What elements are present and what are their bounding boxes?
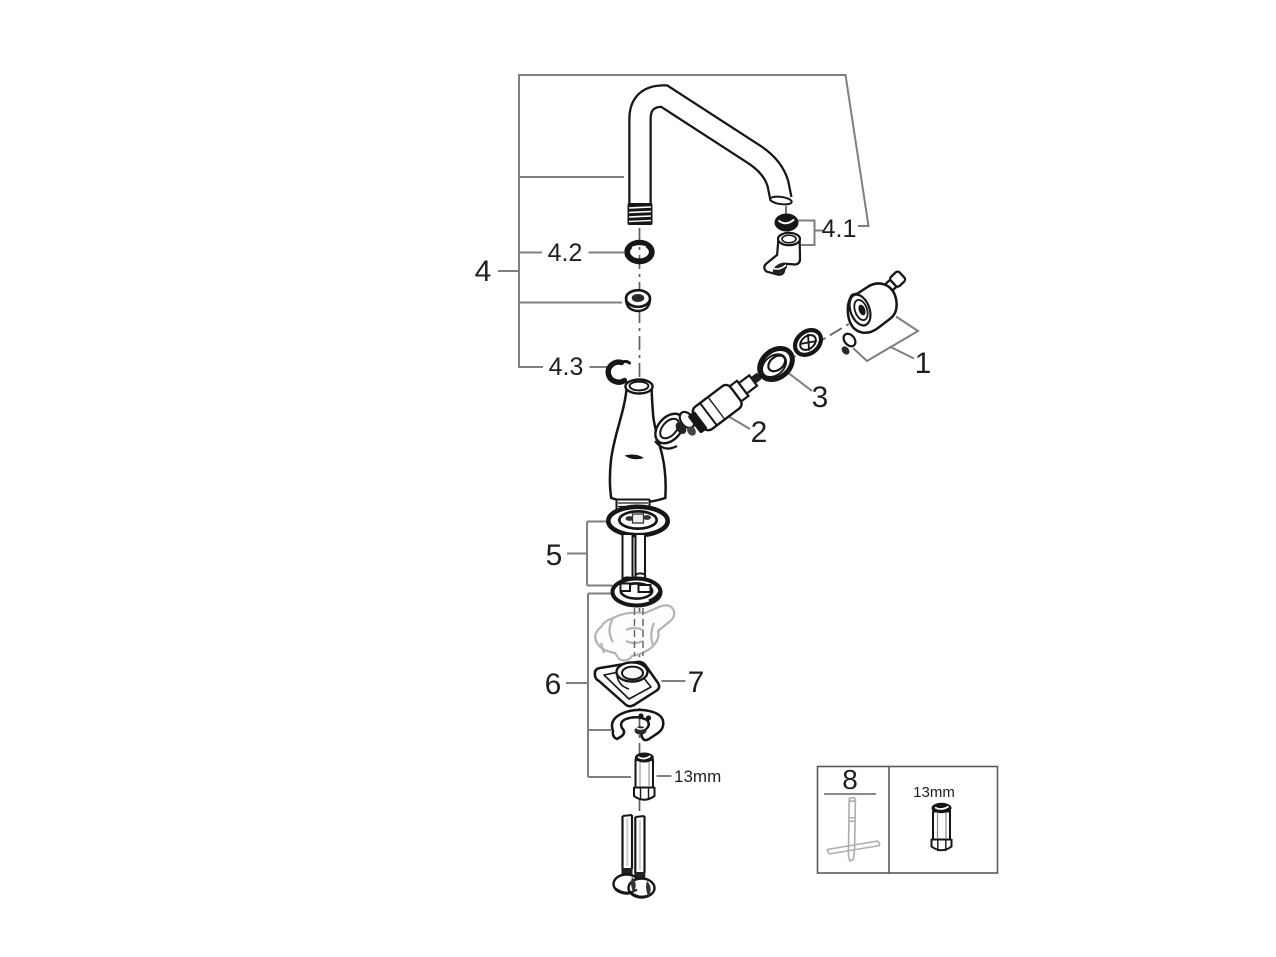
centerline-axis — [638, 206, 853, 812]
stabilizer-ring — [610, 576, 663, 608]
spout-thread-end — [627, 203, 653, 225]
inset-stud-icon — [930, 802, 953, 852]
label-part-4-1: 4.1 — [822, 215, 857, 243]
callout-bracket-4 — [498, 74, 870, 368]
handle-screw — [841, 332, 857, 355]
label-part-6: 6 — [545, 668, 562, 701]
label-part-4-2: 4.2 — [548, 239, 583, 267]
threaded-stud — [633, 752, 656, 801]
label-part-1: 1 — [915, 347, 932, 380]
callout-bracket-6 — [566, 592, 631, 778]
label-part-7: 7 — [688, 666, 705, 699]
escutcheon-ring — [605, 504, 670, 538]
label-part-3: 3 — [812, 381, 829, 414]
label-part-2: 2 — [751, 416, 768, 449]
callout-bracket-4-1 — [798, 219, 823, 246]
label-part-5: 5 — [546, 539, 563, 572]
supply-hoses — [612, 814, 656, 899]
cap-ring-3 — [757, 345, 795, 383]
bearing-ring — [624, 288, 652, 313]
label-part-8: 8 — [842, 764, 858, 795]
mounting-tool-icon — [826, 796, 881, 863]
spout-outlet-end — [769, 195, 793, 206]
o-ring-4-2 — [624, 239, 655, 265]
mousseur-4-1 — [763, 231, 802, 276]
riser-tubes — [621, 535, 647, 584]
retaining-clip-4-3 — [605, 359, 631, 385]
spout-seal-4-1 — [774, 213, 799, 232]
mounting-cone-7 — [593, 660, 661, 708]
callout-leader-3 — [785, 370, 813, 392]
spline-ring — [792, 328, 824, 357]
callout-bracket-1 — [852, 315, 920, 363]
label-wrench-size: 13mm — [674, 767, 721, 786]
spout-tube — [627, 84, 793, 225]
label-part-4: 4 — [475, 255, 492, 288]
mounting-clamp — [610, 708, 665, 742]
hidden-tube-dashes — [633, 608, 644, 656]
label-inset-wrench-size: 13mm — [913, 784, 955, 801]
faucet-body — [608, 378, 685, 504]
handle — [841, 270, 907, 355]
label-part-4-3: 4.3 — [549, 353, 584, 381]
inset-box: 8 13mm — [816, 764, 999, 874]
callout-lines — [498, 74, 920, 778]
callout-bracket-5 — [567, 520, 613, 587]
cartridge — [675, 373, 762, 436]
callout-labels: 4 4.2 4.3 4.1 1 2 3 5 6 7 13mm — [475, 215, 932, 786]
body-side-port — [654, 412, 685, 450]
